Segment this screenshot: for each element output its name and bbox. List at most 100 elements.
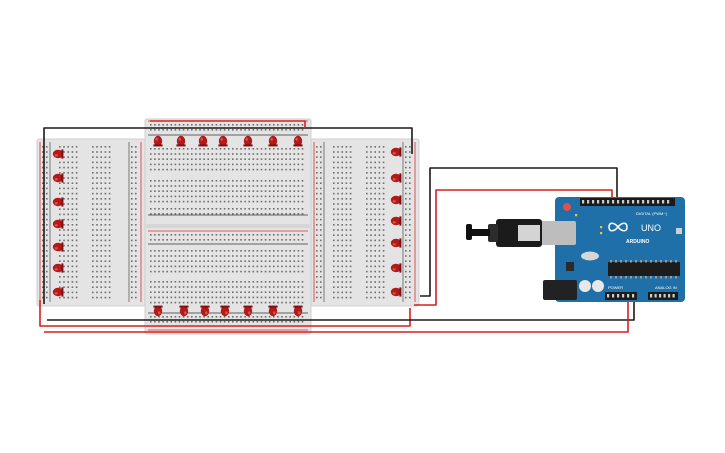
breadboard-center[interactable] — [144, 118, 312, 335]
reset-button-icon[interactable] — [563, 203, 571, 211]
breadboard-hole — [219, 250, 222, 252]
breadboard-hole — [199, 180, 201, 182]
breadboard-hole — [252, 321, 255, 323]
breadboard-hole — [236, 250, 238, 252]
breadboard-hole — [273, 286, 275, 288]
breadboard-hole — [42, 296, 44, 299]
breadboard-hole — [191, 190, 193, 192]
breadboard-hole — [59, 182, 61, 184]
breadboard-hole — [219, 281, 222, 283]
breadboard-hole — [186, 213, 189, 215]
breadboard-hole — [281, 185, 283, 187]
arduino-uno-board[interactable]: ARDUINO UNO DIGITAL (PWM~) POWER ANALOG … — [540, 197, 685, 302]
breadboard-hole — [345, 276, 348, 278]
breadboard-hole — [96, 187, 98, 190]
breadboard-hole — [227, 255, 230, 257]
breadboard-hole — [289, 239, 291, 241]
breadboard-hole — [59, 281, 61, 283]
led-group[interactable] — [52, 135, 402, 317]
wires[interactable] — [39, 120, 635, 333]
breadboard-hole — [370, 281, 372, 283]
led-icon — [52, 149, 64, 159]
breadboard-hole — [374, 198, 376, 200]
breadboard-hole — [131, 239, 133, 242]
header-pin — [668, 294, 671, 298]
breadboard-hole — [135, 286, 137, 288]
breadboard-hole — [100, 255, 102, 257]
breadboard-hole — [240, 270, 242, 273]
breadboard-hole — [108, 208, 111, 210]
capacitor — [579, 280, 591, 292]
breadboard-hole — [248, 321, 250, 323]
breadboard-hole — [236, 301, 238, 304]
breadboard-hole — [337, 265, 339, 268]
breadboard-hole — [281, 296, 283, 299]
header-pin — [663, 294, 666, 298]
breadboard-hole — [67, 192, 69, 195]
led-base — [399, 147, 402, 157]
breadboard-hole — [240, 260, 242, 262]
breadboard-hole — [293, 270, 296, 273]
breadboard-hole — [374, 296, 376, 299]
breadboard-hole — [154, 291, 156, 293]
breadboard-hole — [211, 163, 214, 166]
led-icon — [179, 305, 189, 317]
usb-cable-icon[interactable] — [466, 219, 542, 247]
breadboard-hole — [337, 151, 339, 153]
breadboard-hole — [349, 265, 352, 268]
breadboard-hole — [277, 301, 279, 304]
breadboard-hole — [409, 172, 411, 174]
breadboard-hole — [42, 260, 44, 262]
breadboard-hole — [345, 239, 348, 242]
breadboard-hole — [75, 276, 78, 278]
breadboard-hole — [349, 234, 352, 236]
breadboard-hole — [223, 195, 226, 198]
breadboard-hole — [374, 291, 376, 294]
breadboard-hole — [135, 229, 137, 231]
breadboard-hole — [252, 213, 255, 215]
led-base — [220, 305, 230, 308]
breadboard-hole — [166, 260, 168, 262]
breadboard-hole — [345, 166, 348, 169]
led-icon — [390, 263, 402, 273]
breadboard-hole — [378, 151, 381, 153]
breadboard-hole — [186, 255, 189, 257]
breadboard-hole — [285, 185, 287, 187]
breadboard-hole — [92, 198, 94, 200]
breadboard-hole — [158, 185, 160, 187]
breadboard-hole — [203, 239, 205, 241]
breadboard-hole — [301, 190, 304, 192]
breadboard-right[interactable] — [310, 138, 420, 307]
breadboard-hole — [135, 250, 137, 252]
breadboard-hole — [281, 301, 283, 304]
breadboard-hole — [405, 250, 407, 252]
breadboard-hole — [273, 260, 275, 262]
breadboard-hole — [409, 213, 411, 216]
usb-port[interactable] — [540, 221, 576, 245]
breadboard-hole — [170, 213, 173, 215]
breadboard-hole — [301, 180, 304, 182]
breadboard-hole — [273, 200, 275, 203]
breadboard-hole — [382, 291, 385, 294]
breadboard-hole — [240, 301, 242, 304]
breadboard-hole — [240, 124, 242, 126]
breadboard-hole — [199, 124, 201, 126]
led-base — [399, 173, 402, 183]
breadboard-hole — [382, 281, 385, 283]
power-jack[interactable] — [543, 280, 577, 300]
breadboard-hole — [63, 250, 65, 252]
breadboard-left[interactable] — [36, 138, 146, 307]
breadboard-hole — [260, 158, 263, 160]
breadboard-hole — [248, 195, 250, 198]
breadboard-hole — [154, 208, 156, 210]
breadboard-hole — [67, 291, 69, 294]
breadboard-hole — [166, 321, 168, 323]
breadboard-hole — [100, 187, 102, 190]
breadboard-hole — [345, 224, 348, 226]
breadboard-hole — [273, 281, 275, 283]
breadboard-hole — [301, 291, 304, 293]
breadboard-hole — [191, 129, 193, 131]
breadboard-hole — [71, 213, 74, 216]
breadboard-hole — [378, 250, 381, 252]
